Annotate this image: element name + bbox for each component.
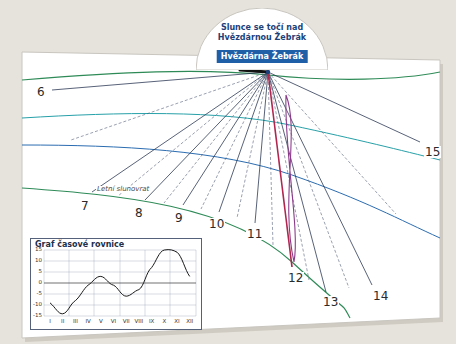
hour-line <box>268 72 372 285</box>
axis-value: 0 <box>31 280 42 286</box>
arc-shape <box>196 8 328 70</box>
axis-value: -15 <box>31 313 42 319</box>
hour-number: 9 <box>174 212 184 224</box>
declination-curve <box>22 145 440 238</box>
hour-lines <box>52 72 420 292</box>
gnomon <box>240 70 268 72</box>
half-hour-line <box>268 72 349 288</box>
hour-number: 13 <box>322 296 339 308</box>
axis-value: -5 <box>31 291 42 297</box>
sundial-board <box>22 52 440 338</box>
logo-text: Hvězdárna Žebrák <box>221 51 304 62</box>
motto-text: Slunce se točí nad Hvězdárnou Žebrák <box>214 23 310 43</box>
hour-line <box>219 72 268 212</box>
declination-curve <box>22 188 350 318</box>
equation-graph <box>44 250 196 316</box>
month-label: II <box>57 319 69 325</box>
half-hour-line <box>71 72 268 140</box>
hour-line <box>52 72 268 90</box>
hour-number: 7 <box>80 200 90 212</box>
half-hour-line <box>164 72 268 203</box>
hour-number: 14 <box>372 290 389 302</box>
curve-label: Letní slunovrat <box>96 186 150 193</box>
month-label: V <box>95 319 107 325</box>
half-hour-line <box>201 72 268 209</box>
graph-grid <box>44 250 196 316</box>
half-hour-line <box>268 72 309 280</box>
hour-number: 11 <box>246 228 263 240</box>
axis-value: 5 <box>31 269 42 275</box>
motto-arc: Slunce se točí nad Hvězdárnou ŽebrákHvěz… <box>196 8 328 70</box>
half-hour-line <box>237 72 268 218</box>
month-label: VI <box>108 319 120 325</box>
hour-number: 6 <box>36 86 46 98</box>
half-hour-lines <box>71 72 396 288</box>
month-label: VII <box>120 319 132 325</box>
dial-lines <box>22 71 440 318</box>
month-label: X <box>158 319 170 325</box>
analemma <box>286 95 296 262</box>
month-label: IX <box>146 319 158 325</box>
month-label: III <box>69 319 81 325</box>
hour-line <box>183 72 268 205</box>
graph-title: Graf časové rovnice <box>35 240 197 249</box>
axis-value: 10 <box>31 258 42 264</box>
month-label: XI <box>171 319 183 325</box>
hour-number: 8 <box>134 207 144 219</box>
zero-axis <box>44 283 196 284</box>
declination-curve <box>22 114 440 160</box>
gnomon-foot <box>266 70 270 74</box>
hour-number: 10 <box>208 218 225 230</box>
month-label: VIII <box>133 319 145 325</box>
graph-box: Graf časové rovnice <box>30 238 202 330</box>
logo-box: Hvězdárna Žebrák <box>217 50 308 63</box>
equation-of-time-curve <box>50 250 190 314</box>
axis-value: 15 <box>31 247 42 253</box>
month-label: XII <box>184 319 196 325</box>
month-label: IV <box>82 319 94 325</box>
hour-number: 12 <box>287 272 304 284</box>
axis-value: -10 <box>31 302 42 308</box>
hour-line <box>92 72 268 192</box>
hour-number: 15 <box>424 146 441 158</box>
month-label: I <box>44 319 56 325</box>
declination-curve <box>22 71 440 80</box>
hour-line <box>268 72 326 292</box>
hour-line <box>145 72 268 200</box>
